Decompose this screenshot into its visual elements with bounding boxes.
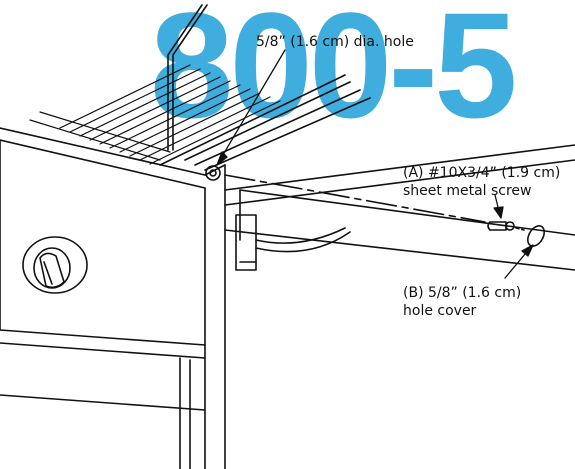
hole-cover [527,225,545,247]
control-panel [0,139,206,469]
grill-grate [29,64,281,165]
leader-arrows [216,49,534,279]
body-top [0,127,226,469]
label-hole: 5/8” (1.6 cm) dia. hole [256,34,414,50]
sheet-metal-screw [487,221,525,231]
label-cover-line1: (B) 5/8” (1.6 cm) [403,285,522,301]
label-screw-line2: sheet metal screw [403,183,532,199]
shelf-bracket [235,214,351,271]
lid-rod [167,4,208,151]
label-screw-line1: (A) #10X3/4” (1.9 cm) [403,165,561,181]
screw-axis [224,174,486,223]
control-knob [22,236,88,294]
mounting-hole [205,165,221,181]
label-cover-line2: hole cover [403,303,477,319]
top-rails [159,74,371,171]
